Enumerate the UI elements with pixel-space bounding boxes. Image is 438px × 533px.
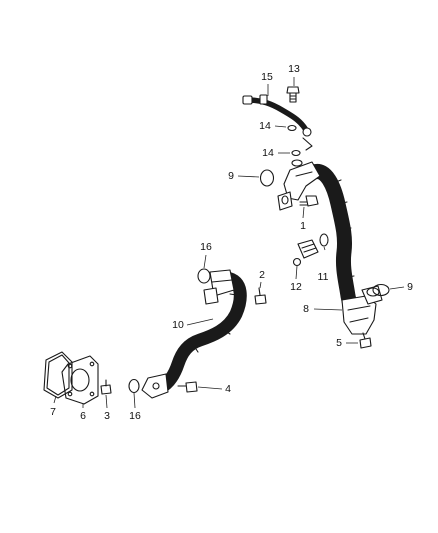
callout-4: 4: [225, 383, 231, 395]
part-4-bolt[interactable]: [177, 381, 198, 393]
callout-8: 8: [303, 303, 309, 315]
part-14-washer-upper[interactable]: [287, 124, 297, 132]
part-6-housing[interactable]: [61, 355, 99, 405]
callout-7: 7: [50, 406, 56, 418]
part-16-oring-upper[interactable]: [197, 268, 211, 284]
part-10-pipe[interactable]: [141, 269, 247, 399]
callout-5: 5: [336, 337, 342, 349]
callout-14-lower: 14: [262, 147, 274, 159]
part-15-tube[interactable]: [242, 94, 313, 151]
part-11-oring[interactable]: [319, 233, 329, 247]
part-9-oring-lower[interactable]: [372, 283, 390, 297]
callout-3: 3: [104, 410, 110, 422]
callout-9-upper: 9: [228, 170, 234, 182]
callout-15: 15: [261, 71, 273, 83]
callout-16-upper: 16: [200, 241, 212, 253]
part-16-oring-lower[interactable]: [128, 378, 140, 394]
part-9-oring-upper[interactable]: [259, 169, 275, 187]
callout-10: 10: [172, 319, 184, 331]
part-8-pipe-assembly[interactable]: [277, 159, 383, 335]
part-1-bolt[interactable]: [299, 195, 319, 207]
callout-2: 2: [259, 269, 265, 281]
callout-11: 11: [318, 271, 329, 283]
callout-6: 6: [80, 410, 86, 422]
part-12-fitting[interactable]: [292, 239, 319, 267]
callout-1: 1: [300, 220, 306, 232]
part-5-bolt[interactable]: [359, 332, 372, 349]
callout-14-upper: 14: [259, 120, 271, 132]
part-13-bolt[interactable]: [286, 86, 300, 103]
leader-lines: [53, 77, 405, 409]
part-3-bolt[interactable]: [100, 379, 112, 395]
part-7-gasket[interactable]: [43, 351, 73, 399]
callout-9-lower: 9: [407, 281, 413, 293]
part-2-bolt[interactable]: [254, 287, 267, 305]
callout-13: 13: [288, 63, 300, 75]
callout-12: 12: [290, 281, 302, 293]
part-14-washer-lower[interactable]: [291, 149, 301, 157]
callout-16-lower: 16: [129, 410, 141, 422]
